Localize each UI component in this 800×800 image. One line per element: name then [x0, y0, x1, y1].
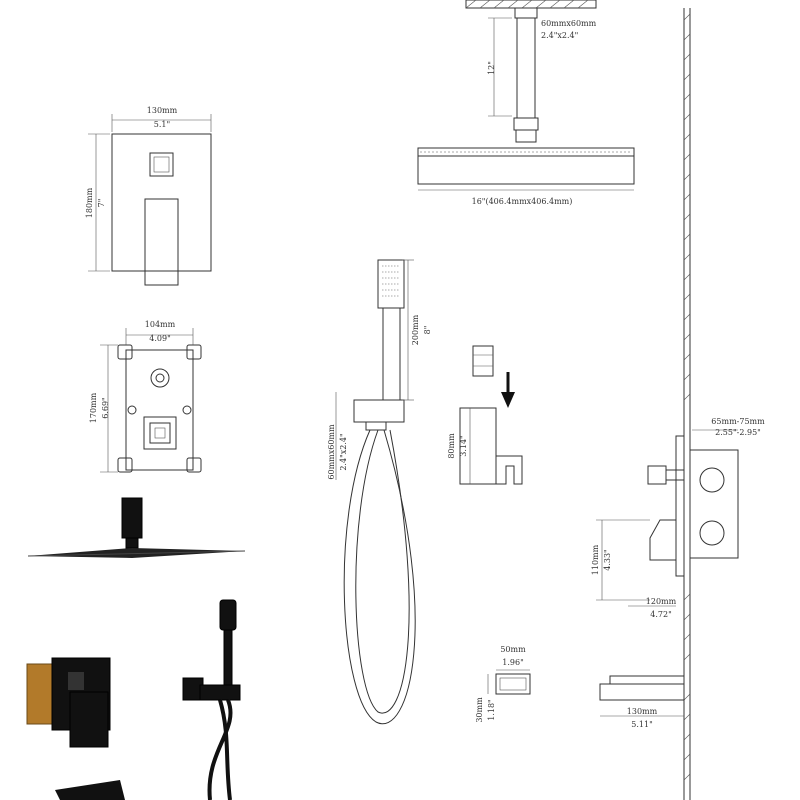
valve-trim-plate-drawing [88, 114, 212, 286]
body-width-mm: 104mm [145, 320, 176, 329]
elbow-size-in: 2.4"x2.4" [339, 433, 348, 470]
arm-base-mm: 60mmx60mm [541, 19, 597, 28]
mount-depth-mm: 65mm-75mm [711, 417, 765, 426]
holder-height-in: 3.14" [459, 435, 468, 457]
hand-length-mm: 200mm [411, 314, 420, 345]
ceiling-arm-drawing [417, 0, 635, 191]
arm-length-in: 12" [487, 61, 496, 75]
body-width-in: 4.09" [149, 334, 171, 343]
shower-head-photo [27, 497, 246, 558]
mount-width-mm: 120mm [646, 597, 677, 606]
plate-width-mm: 130mm [147, 106, 178, 115]
plate-height-mm: 180mm [85, 187, 94, 218]
mount-width-in: 4.72" [650, 610, 672, 619]
spout-width-mm: 130mm [627, 707, 658, 716]
hand-shower-drawing [335, 259, 416, 725]
body-height-in: 6.69" [101, 397, 110, 419]
mount-height-in: 4.33" [603, 549, 612, 571]
valve-photo [26, 657, 125, 800]
valve-body-drawing [100, 328, 202, 473]
spout-end-drawing [487, 669, 531, 695]
spout-width-in: 5.11" [631, 720, 653, 729]
wall-side-view-drawing [596, 8, 739, 800]
spout-end-height-mm: 30mm [475, 697, 484, 723]
elbow-size-mm: 60mmx60mm [327, 424, 336, 480]
holder-height-mm: 80mm [447, 433, 456, 459]
spout-end-width-in: 1.96" [502, 658, 524, 667]
shower-head-size: 16"(406.4mmx406.4mm) [472, 197, 573, 206]
plate-height-in: 7" [97, 199, 106, 208]
plate-width-in: 5.1" [154, 120, 170, 129]
spout-end-width-mm: 50mm [500, 645, 526, 654]
hand-length-in: 8" [423, 326, 432, 335]
mount-depth-in: 2.55"-2.95" [715, 428, 761, 437]
mount-height-mm: 110mm [591, 544, 600, 575]
spout-end-height-in: 1.18" [487, 699, 496, 721]
holder-drawing [459, 345, 523, 485]
hand-shower-photo [182, 599, 241, 800]
arm-base-in: 2.4"x2.4" [541, 31, 578, 40]
body-height-mm: 170mm [89, 392, 98, 423]
